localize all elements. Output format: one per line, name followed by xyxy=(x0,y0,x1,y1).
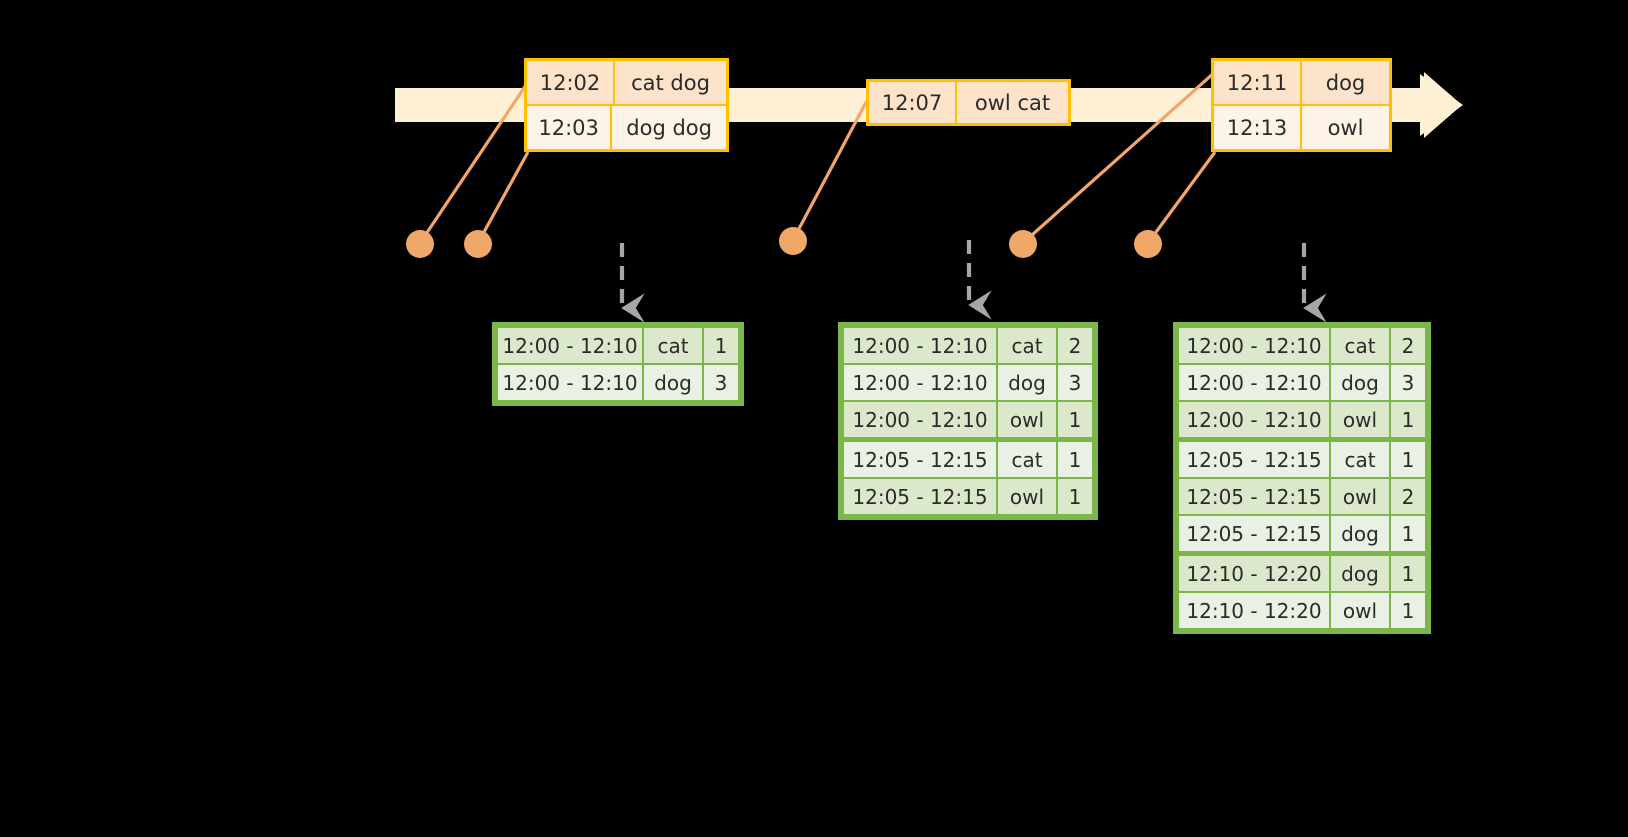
event-group-3[interactable]: 12:11 dog 12:13 owl xyxy=(1211,58,1392,152)
table-row[interactable]: 12:05 - 12:15 dog 1 xyxy=(1179,516,1425,551)
key-cell: owl xyxy=(1331,593,1389,628)
key-cell: owl xyxy=(998,479,1056,514)
count-cell: 1 xyxy=(1391,442,1425,477)
event-time: 12:13 xyxy=(1214,106,1302,149)
key-cell: dog xyxy=(1331,365,1389,400)
window-cell: 12:05 - 12:15 xyxy=(1179,516,1329,551)
key-cell: cat xyxy=(1331,442,1389,477)
event-time: 12:11 xyxy=(1214,61,1302,104)
event-time: 12:03 xyxy=(527,106,613,149)
timeline-arrowhead-shape xyxy=(1420,74,1463,136)
table-row[interactable]: 12:00 - 12:10 cat 2 xyxy=(844,328,1092,363)
connector-5 xyxy=(1146,151,1217,244)
table-row[interactable]: 12:00 - 12:10 cat 2 xyxy=(1179,328,1425,363)
window-cell: 12:00 - 12:10 xyxy=(1179,402,1329,437)
count-cell: 1 xyxy=(1058,442,1092,477)
timeline-arrowhead xyxy=(1424,72,1462,138)
window-cell: 12:05 - 12:15 xyxy=(1179,442,1329,477)
table-row[interactable]: 12:05 - 12:15 owl 1 xyxy=(844,479,1092,514)
table-row[interactable]: 12:00 - 12:10 dog 3 xyxy=(1179,365,1425,400)
window-cell: 12:00 - 12:10 xyxy=(1179,328,1329,363)
count-cell: 2 xyxy=(1058,328,1092,363)
event-row[interactable]: 12:11 dog xyxy=(1214,61,1389,104)
event-row[interactable]: 12:03 dog dog xyxy=(527,104,726,149)
result-table-1[interactable]: 12:00 - 12:10 cat 1 12:00 - 12:10 dog 3 xyxy=(492,322,744,406)
window-cell: 12:05 - 12:15 xyxy=(844,479,996,514)
event-payload: cat dog xyxy=(631,70,710,95)
window-cell: 12:05 - 12:15 xyxy=(844,442,996,477)
count-cell: 1 xyxy=(1391,556,1425,591)
connector-2 xyxy=(476,151,530,244)
table-row[interactable]: 12:10 - 12:20 dog 1 xyxy=(1179,556,1425,591)
count-cell: 1 xyxy=(1391,516,1425,551)
table-row[interactable]: 12:10 - 12:20 owl 1 xyxy=(1179,593,1425,628)
count-cell: 1 xyxy=(1391,402,1425,437)
count-cell: 3 xyxy=(1058,365,1092,400)
count-cell: 1 xyxy=(1058,402,1092,437)
event-row[interactable]: 12:13 owl xyxy=(1214,104,1389,149)
count-cell: 2 xyxy=(1391,479,1425,514)
event-row[interactable]: 12:07 owl cat xyxy=(869,82,1068,123)
dashed-arrows xyxy=(619,240,1327,323)
event-group-1[interactable]: 12:02 cat dog 12:03 dog dog xyxy=(524,58,729,152)
table-row[interactable]: 12:05 - 12:15 cat 1 xyxy=(844,442,1092,477)
key-cell: dog xyxy=(998,365,1056,400)
event-time: 12:02 xyxy=(527,61,615,104)
key-cell: cat xyxy=(998,328,1056,363)
key-cell: cat xyxy=(998,442,1056,477)
event-dot-1 xyxy=(406,230,434,258)
window-cell: 12:00 - 12:10 xyxy=(1179,365,1329,400)
event-row[interactable]: 12:02 cat dog xyxy=(527,61,726,104)
count-cell: 2 xyxy=(1391,328,1425,363)
count-cell: 1 xyxy=(1391,593,1425,628)
window-cell: 12:00 - 12:10 xyxy=(844,402,996,437)
event-group-2[interactable]: 12:07 owl cat xyxy=(866,79,1071,126)
event-payload: owl cat xyxy=(974,90,1051,115)
connector-3 xyxy=(791,94,872,241)
result-table-2[interactable]: 12:00 - 12:10 cat 2 12:00 - 12:10 dog 3 … xyxy=(838,322,1098,520)
count-cell: 3 xyxy=(704,365,738,400)
event-dots xyxy=(406,227,1162,258)
window-cell: 12:00 - 12:10 xyxy=(844,365,996,400)
event-dot-2 xyxy=(464,230,492,258)
event-payload: dog xyxy=(1325,70,1366,95)
table-row[interactable]: 12:05 - 12:15 cat 1 xyxy=(1179,442,1425,477)
key-cell: owl xyxy=(1331,402,1389,437)
key-cell: dog xyxy=(1331,556,1389,591)
table-row[interactable]: 12:00 - 12:10 dog 3 xyxy=(498,365,738,400)
event-dot-3 xyxy=(779,227,807,255)
event-payload: owl xyxy=(1327,115,1364,140)
count-cell: 1 xyxy=(704,328,738,363)
table-row[interactable]: 12:00 - 12:10 owl 1 xyxy=(844,402,1092,437)
key-cell: dog xyxy=(1331,516,1389,551)
window-cell: 12:00 - 12:10 xyxy=(498,328,642,363)
key-cell: dog xyxy=(644,365,702,400)
connector-1 xyxy=(418,81,530,244)
key-cell: owl xyxy=(1331,479,1389,514)
window-cell: 12:10 - 12:20 xyxy=(1179,593,1329,628)
window-cell: 12:05 - 12:15 xyxy=(1179,479,1329,514)
window-cell: 12:10 - 12:20 xyxy=(1179,556,1329,591)
count-cell: 3 xyxy=(1391,365,1425,400)
table-row[interactable]: 12:00 - 12:10 dog 3 xyxy=(844,365,1092,400)
result-table-3[interactable]: 12:00 - 12:10 cat 2 12:00 - 12:10 dog 3 … xyxy=(1173,322,1431,634)
event-dot-4 xyxy=(1009,230,1037,258)
window-cell: 12:00 - 12:10 xyxy=(844,328,996,363)
table-row[interactable]: 12:05 - 12:15 owl 2 xyxy=(1179,479,1425,514)
table-row[interactable]: 12:00 - 12:10 owl 1 xyxy=(1179,402,1425,437)
table-row[interactable]: 12:00 - 12:10 cat 1 xyxy=(498,328,738,363)
event-payload: dog dog xyxy=(626,115,712,140)
key-cell: cat xyxy=(1331,328,1389,363)
window-cell: 12:00 - 12:10 xyxy=(498,365,642,400)
key-cell: owl xyxy=(998,402,1056,437)
count-cell: 1 xyxy=(1058,479,1092,514)
event-dot-5 xyxy=(1134,230,1162,258)
event-time: 12:07 xyxy=(869,82,957,123)
key-cell: cat xyxy=(644,328,702,363)
